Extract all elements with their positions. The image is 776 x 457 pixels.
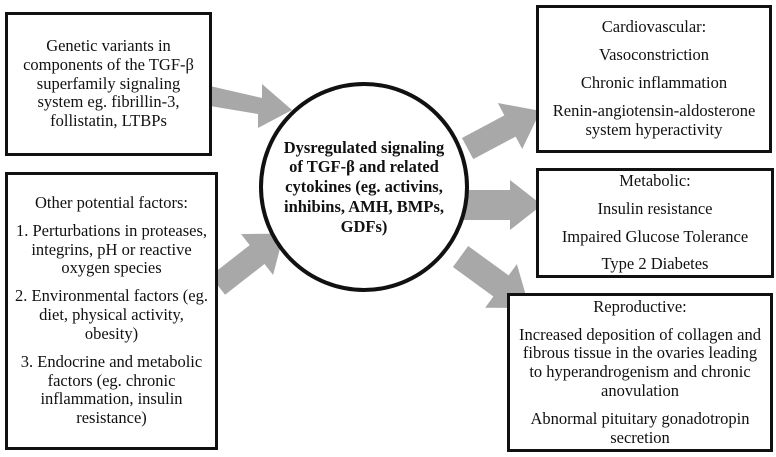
- arrow-genetic-to-center: [210, 78, 300, 140]
- central-node-text: Dysregulated signaling of TGF-β and rela…: [283, 137, 445, 236]
- metabolic-item-2: Impaired Glucose Tolerance: [561, 226, 749, 246]
- arrow-other-factors-to-center: [208, 215, 303, 305]
- input-box-other-factors: Other potential factors: 1. Perturbation…: [5, 172, 218, 450]
- reproductive-heading: Reproductive:: [593, 296, 687, 316]
- output-box-cardiovascular: Cardiovascular: Vasoconstriction Chronic…: [536, 5, 772, 153]
- metabolic-heading: Metabolic:: [619, 170, 691, 190]
- arrow-center-to-cardiovascular: [461, 88, 552, 174]
- metabolic-item-1: Insulin resistance: [597, 198, 713, 218]
- genetic-variants-text: Genetic variants in components of the TG…: [23, 36, 194, 131]
- input-box-genetic-variants: Genetic variants in components of the TG…: [5, 12, 212, 156]
- arrow-center-to-reproductive: [446, 240, 546, 332]
- other-factors-heading: Other potential factors:: [34, 193, 189, 213]
- other-factors-item-1: 1. Perturbations in proteases, integrins…: [15, 220, 208, 278]
- other-factors-item-2: 2. Environmental factors (eg. diet, phys…: [15, 286, 208, 343]
- reproductive-item-1: Increased deposition of collagen and fib…: [519, 324, 761, 400]
- output-box-reproductive: Reproductive: Increased deposition of co…: [507, 293, 773, 452]
- cardiovascular-item-3: Renin-angiotensin-aldosterone system hyp…: [552, 100, 756, 139]
- output-box-metabolic: Metabolic: Insulin resistance Impaired G…: [536, 168, 774, 278]
- cardiovascular-item-1: Vasoconstriction: [599, 45, 709, 65]
- central-node-dysregulated-signaling: Dysregulated signaling of TGF-β and rela…: [259, 82, 469, 292]
- reproductive-item-2: Abnormal pituitary gonadotropin secretio…: [530, 408, 750, 447]
- arrow-center-to-metabolic: [462, 180, 544, 232]
- cardiovascular-heading: Cardiovascular:: [601, 17, 707, 37]
- cardiovascular-item-2: Chronic inflammation: [580, 73, 728, 93]
- metabolic-item-3: Type 2 Diabetes: [601, 254, 709, 274]
- other-factors-item-3: 3. Endocrine and metabolic factors (eg. …: [20, 351, 203, 428]
